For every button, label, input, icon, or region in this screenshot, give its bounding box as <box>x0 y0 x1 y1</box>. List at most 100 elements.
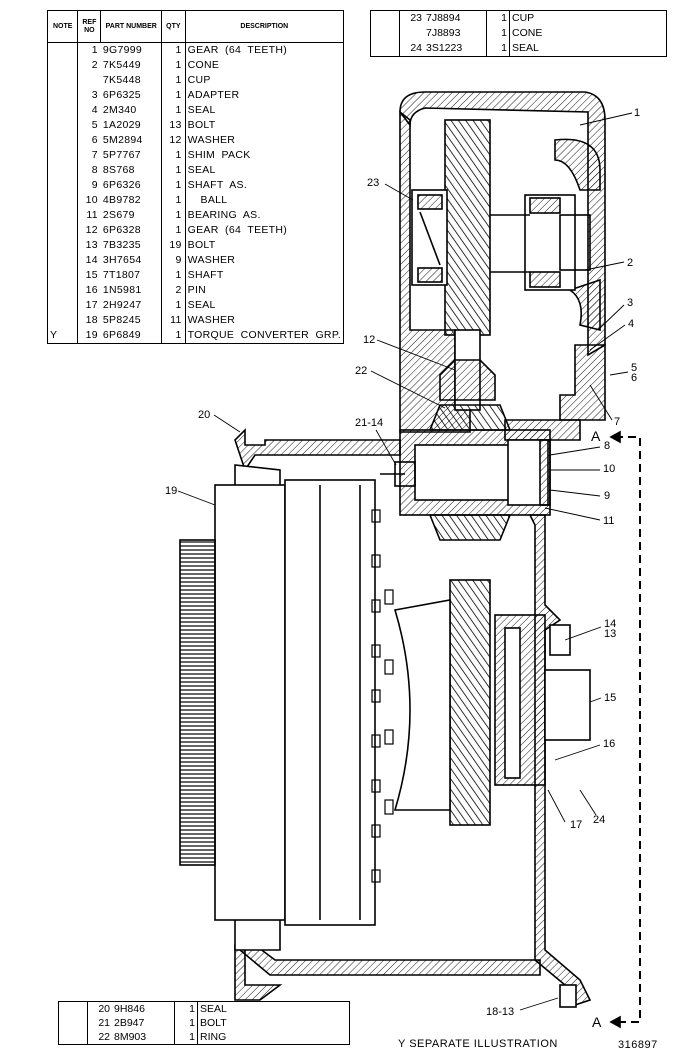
qty-cell: 1 <box>175 44 182 56</box>
part-number-cell: 2B947 <box>112 1016 175 1030</box>
upper-gear-web <box>439 359 496 401</box>
ref-cell: 8 <box>91 164 98 176</box>
note-cell <box>47 148 79 163</box>
ref-cell: 6 <box>91 134 98 146</box>
part-number-cell: 6P6849 <box>100 328 163 344</box>
part-number-cell: 7J8893 <box>424 26 487 41</box>
callout-18-13: 18-13 <box>486 1006 514 1018</box>
callout-10: 10 <box>603 463 615 475</box>
note-cell <box>47 88 79 103</box>
part-number-cell: 3H7654 <box>100 253 163 268</box>
footer-note: Y SEPARATE ILLUSTRATION <box>398 1038 558 1050</box>
note-cell <box>47 223 79 238</box>
note-cell: Y <box>47 328 79 344</box>
qty-cell: 1 <box>175 269 182 281</box>
description-cell: SEAL <box>184 163 344 178</box>
ref-cell: 12 <box>85 224 98 236</box>
description-cell: SEAL <box>197 1001 350 1016</box>
col-part-header: PART NUMBER <box>100 10 163 43</box>
part-number-cell: 3S1223 <box>424 41 487 57</box>
col-ref-header: REF NO <box>77 10 102 43</box>
callout-23: 23 <box>367 177 379 189</box>
ref-cell: 11 <box>86 209 98 221</box>
note-cell <box>58 1016 88 1030</box>
part-number-cell: 4B9782 <box>100 193 163 208</box>
note-cell <box>47 42 79 58</box>
section-label-a-bottom: A <box>592 1014 602 1030</box>
qty-cell: 1 <box>175 104 182 116</box>
part-number-cell: 9H846 <box>112 1001 175 1016</box>
part-number-cell: 1A2029 <box>100 118 163 133</box>
qty-cell: 13 <box>169 119 182 131</box>
description-cell: BOLT <box>197 1016 350 1030</box>
note-cell <box>47 238 79 253</box>
part-number-cell: 8M903 <box>112 1030 175 1045</box>
ref-cell: 14 <box>85 254 98 266</box>
ref-cell: 16 <box>85 284 98 296</box>
callout-3: 3 <box>627 297 633 309</box>
ref-cell: 2 <box>91 59 98 71</box>
callout-19: 19 <box>165 485 177 497</box>
note-cell <box>47 118 79 133</box>
callout-labels: 1 2 3 4 5 6 7 8 10 9 11 12 22 23 20 21-1… <box>165 107 640 1030</box>
part-number-cell: 5M2894 <box>100 133 163 148</box>
qty-cell: 1 <box>175 74 182 86</box>
illustration-id: 316897 <box>618 1039 658 1051</box>
callout-15: 15 <box>604 692 616 704</box>
note-cell <box>47 163 79 178</box>
description-cell: SHAFT <box>184 268 344 283</box>
ref-cell: 21 <box>98 1017 110 1029</box>
qty-cell: 1 <box>501 27 507 39</box>
note-cell <box>370 41 400 57</box>
qty-cell: 1 <box>175 224 182 236</box>
lower-gear <box>449 579 491 826</box>
description-cell: SHAFT AS. <box>184 178 344 193</box>
lower-gear-hub <box>393 599 451 811</box>
note-cell <box>47 193 79 208</box>
col-note-header: NOTE <box>46 10 79 43</box>
qty-cell: 11 <box>170 314 182 326</box>
center-shaft-assembly <box>380 429 551 516</box>
lower-shaft <box>544 669 591 741</box>
part-number-cell: 2H9247 <box>100 298 163 313</box>
col-desc-header: DESCRIPTION <box>184 10 345 43</box>
ref-cell: 19 <box>85 329 98 341</box>
note-cell <box>58 1030 88 1045</box>
note-cell <box>47 208 79 223</box>
qty-cell: 1 <box>189 1003 195 1015</box>
qty-cell: 1 <box>501 42 507 54</box>
callout-2: 2 <box>627 257 633 269</box>
note-cell <box>370 10 400 26</box>
qty-cell: 19 <box>169 239 182 251</box>
part-number-cell: 7B3235 <box>100 238 163 253</box>
lower-bolt <box>549 624 571 656</box>
qty-cell: 1 <box>189 1017 195 1029</box>
ref-cell: 10 <box>85 194 98 206</box>
qty-cell: 1 <box>175 164 182 176</box>
note-cell <box>47 253 79 268</box>
qty-cell: 1 <box>189 1031 195 1043</box>
description-cell: PIN <box>184 283 344 298</box>
note-cell <box>370 26 400 41</box>
part-number-cell: 7K5449 <box>100 58 163 73</box>
lower-seal <box>504 627 521 779</box>
right-upper-bearing <box>524 194 591 291</box>
part-number-cell: 2S679 <box>100 208 163 223</box>
leader-lines <box>177 112 633 1011</box>
callout-21-14: 21-14 <box>355 417 383 429</box>
description-cell: BEARING AS. <box>184 208 344 223</box>
description-cell: ADAPTER <box>184 88 344 103</box>
